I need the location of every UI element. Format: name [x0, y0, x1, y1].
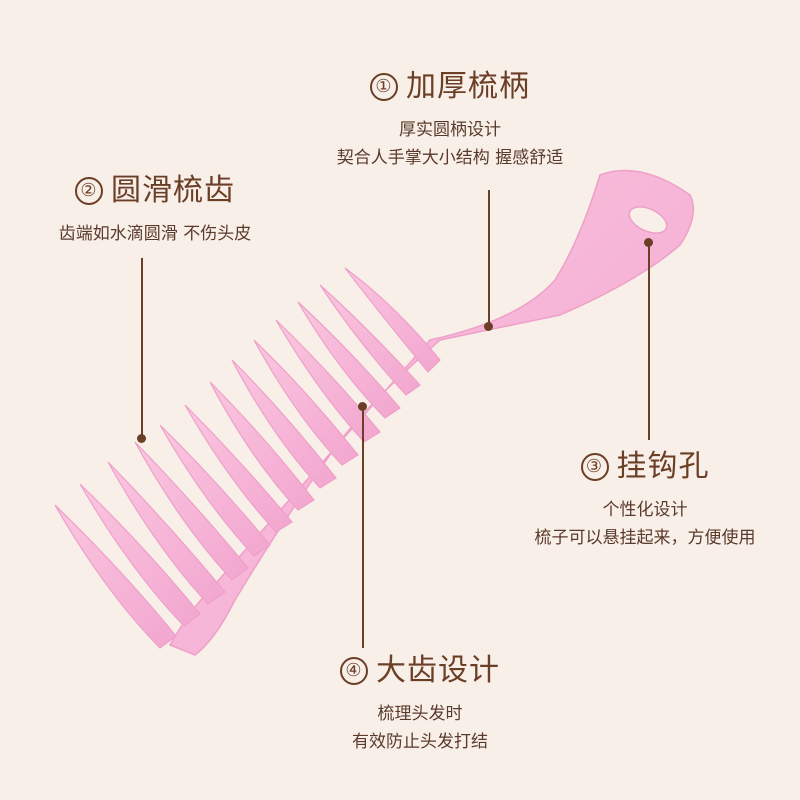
title-text: 圆滑梳齿	[111, 173, 235, 208]
title-text: 加厚梳柄	[406, 69, 530, 104]
callout-wide: ④ 大齿设计 梳理头发时 有效防止头发打结	[300, 652, 540, 756]
callout-handle-title: ① 加厚梳柄	[300, 68, 600, 106]
leader-line-handle	[488, 190, 490, 325]
leader-line-hole	[648, 244, 650, 440]
leader-dot-wide	[358, 402, 367, 411]
number-badge: ③	[580, 453, 609, 481]
number-badge: ①	[370, 73, 398, 101]
number-badge: ②	[75, 177, 103, 205]
leader-dot-hole	[644, 238, 653, 247]
callout-teeth: ② 圆滑梳齿 齿端如水滴圆滑 不伤头皮	[20, 172, 290, 248]
comb	[54, 169, 695, 656]
callout-wide-desc-2: 有效防止头发打结	[352, 732, 488, 752]
callout-teeth-title: ② 圆滑梳齿	[20, 172, 290, 210]
title-text: 大齿设计	[376, 653, 500, 688]
hang-hole	[628, 206, 668, 234]
callout-handle-desc-1: 厚实圆柄设计	[399, 120, 501, 140]
leader-dot-teeth	[137, 434, 146, 443]
leader-line-teeth	[141, 258, 143, 438]
callout-hole: ③ 挂钩孔 个性化设计 梳子可以悬挂起来，方便使用	[500, 448, 790, 552]
callout-hole-desc-2: 梳子可以悬挂起来，方便使用	[534, 528, 756, 548]
leader-dot-handle	[484, 322, 493, 331]
number-badge: ④	[340, 657, 368, 685]
callout-handle-desc-2: 契合人手掌大小结构 握感舒适	[336, 148, 564, 168]
comb-teeth	[54, 267, 441, 649]
title-text: 挂钩孔	[616, 449, 710, 484]
callout-hole-desc-1: 个性化设计	[602, 500, 688, 520]
callout-teeth-desc-1: 齿端如水滴圆滑 不伤头皮	[58, 224, 252, 244]
callout-hole-title: ③ 挂钩孔	[500, 448, 790, 486]
callout-handle: ① 加厚梳柄 厚实圆柄设计 契合人手掌大小结构 握感舒适	[300, 68, 600, 172]
callout-wide-title: ④ 大齿设计	[300, 652, 540, 690]
leader-line-wide	[362, 408, 364, 648]
callout-wide-desc-1: 梳理头发时	[377, 704, 463, 724]
